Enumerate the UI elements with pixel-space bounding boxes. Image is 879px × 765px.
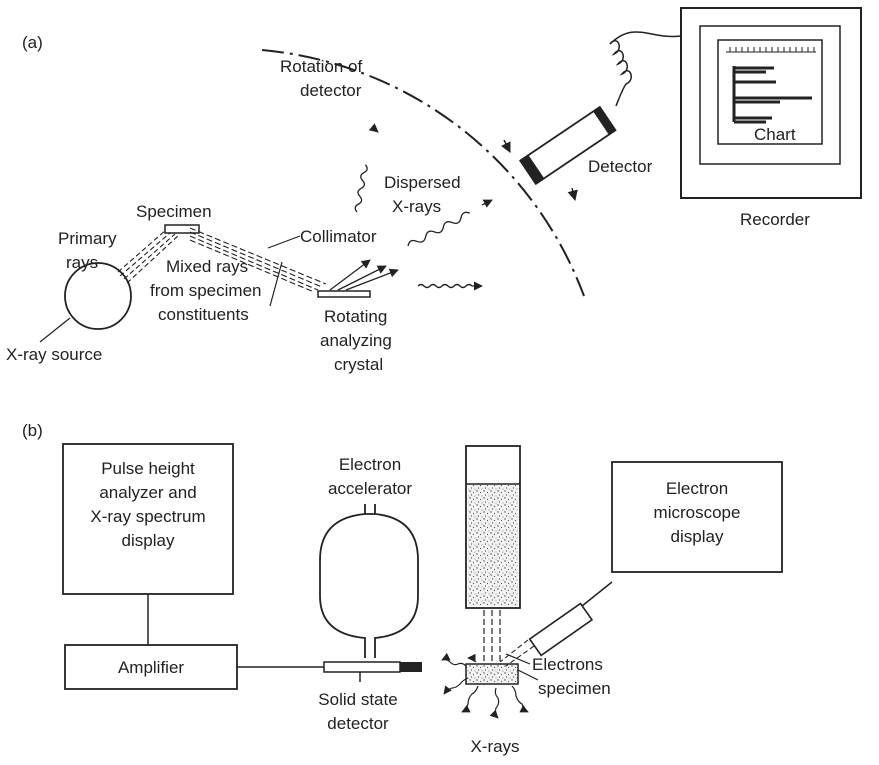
pha-label-1: Pulse height xyxy=(101,459,195,478)
rotation-label-2: detector xyxy=(300,81,362,100)
diffracted-ray-arrows xyxy=(329,259,399,291)
recorder-cable xyxy=(609,31,682,45)
chart-paper xyxy=(717,39,823,145)
recorder-box xyxy=(680,7,862,199)
probe-cable xyxy=(581,581,613,607)
electron-column xyxy=(465,445,521,609)
coiled-cable xyxy=(609,40,632,107)
probe-beam-lines xyxy=(499,639,535,667)
crystal-label-1: Rotating xyxy=(324,307,387,326)
micro-label-3: display xyxy=(671,527,724,546)
electron-column-fill xyxy=(468,484,518,606)
xrays-b-label: X-rays xyxy=(470,737,519,756)
wavy-ray-up-head xyxy=(368,123,379,133)
wavy-ray-dispersed-head xyxy=(481,199,493,208)
chart-ticks xyxy=(729,47,815,52)
rotation-arrow-down xyxy=(567,187,578,202)
collimator-label: Collimator xyxy=(300,227,377,246)
rotation-arrow-up xyxy=(501,139,511,153)
xray-source-leader xyxy=(39,317,71,343)
electrons-label: Electrons xyxy=(532,655,603,674)
rotation-arc xyxy=(261,49,585,297)
wavy-ray-dispersed xyxy=(407,211,471,247)
rotation-label-1: Rotation of xyxy=(280,57,362,76)
xray-source-label: X-ray source xyxy=(6,345,102,364)
panel-a-tag: (a) xyxy=(22,33,43,52)
primary-rays-label-1: Primary xyxy=(58,229,117,248)
solid-state-detector xyxy=(323,661,401,673)
accelerator-label-1: Electron xyxy=(339,455,401,474)
microscope-display-box xyxy=(611,461,783,573)
specimen-slab xyxy=(164,224,200,234)
analyzing-crystal xyxy=(317,290,371,298)
accelerator-label-2: accelerator xyxy=(328,479,412,498)
electrons-leader xyxy=(505,653,531,665)
pha-label-4: display xyxy=(122,531,175,550)
micro-label-2: microscope xyxy=(654,503,741,522)
microscope-probe xyxy=(528,602,594,657)
mixed-ray-lines xyxy=(189,227,327,293)
recorder-label: Recorder xyxy=(740,210,810,229)
primary-ray-lines xyxy=(117,229,180,284)
mixed-rays-label-2: from specimen xyxy=(150,281,261,300)
mixed-rays-leader xyxy=(269,261,283,307)
pha-label-3: X-ray spectrum xyxy=(90,507,205,526)
ssd-label-1: Solid state xyxy=(318,690,397,709)
dispersed-label-2: X-rays xyxy=(392,197,441,216)
crystal-label-2: analyzing xyxy=(320,331,392,350)
mixed-rays-label-1: Mixed rays xyxy=(166,257,248,276)
chart-trace xyxy=(732,66,812,124)
specimen-b-label: specimen xyxy=(538,679,611,698)
electron-beam-lines xyxy=(483,610,501,662)
detector-window xyxy=(400,662,422,672)
pha-label-2: analyzer and xyxy=(99,483,196,502)
specimen-block xyxy=(465,663,519,685)
wavy-ray-up xyxy=(354,164,368,213)
micro-label-1: Electron xyxy=(666,479,728,498)
specimen-leader xyxy=(517,669,539,681)
electron-accelerator xyxy=(319,504,419,658)
amplifier-label: Amplifier xyxy=(118,658,184,677)
detector xyxy=(518,105,617,186)
recorder-screen xyxy=(699,25,841,165)
dispersed-label-1: Dispersed xyxy=(384,173,461,192)
panel-b-tag: (b) xyxy=(22,421,43,440)
collimator-leader xyxy=(267,235,301,249)
primary-rays-label-2: rays xyxy=(66,253,98,272)
specimen-label: Specimen xyxy=(136,202,212,221)
emitted-xrays xyxy=(441,652,529,719)
detector-label: Detector xyxy=(588,157,653,176)
xray-source xyxy=(64,262,132,330)
wavy-ray-straight xyxy=(417,283,473,289)
mixed-rays-label-3: constituents xyxy=(158,305,249,324)
crystal-label-3: crystal xyxy=(334,355,383,374)
chart-label: Chart xyxy=(754,125,796,144)
ssd-label-2: detector xyxy=(327,714,389,733)
